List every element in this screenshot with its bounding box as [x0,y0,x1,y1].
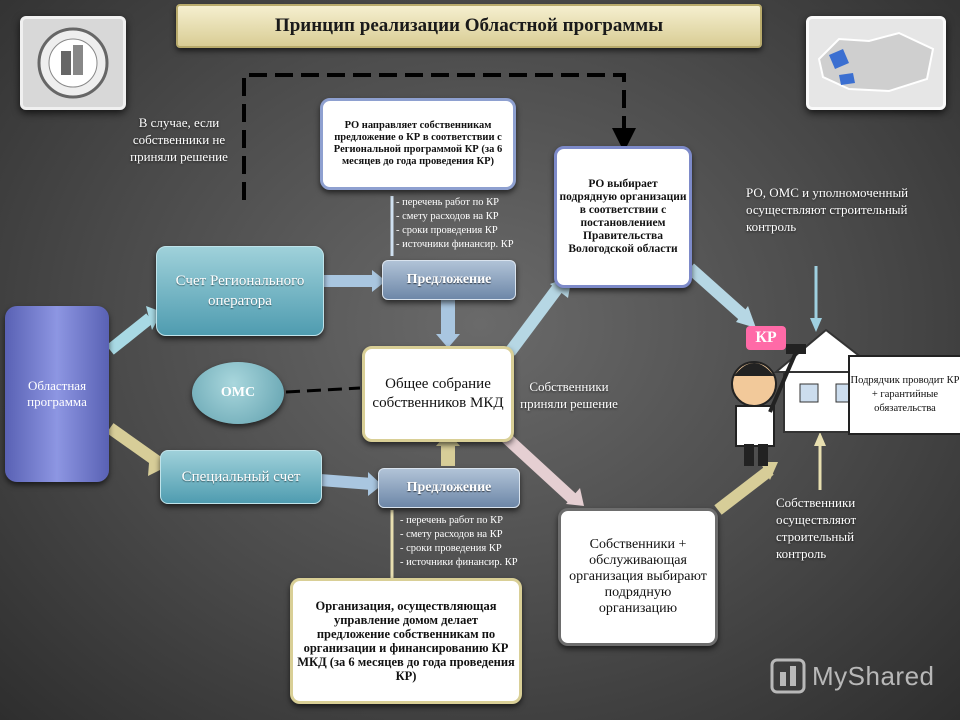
special-account: Специальный счет [160,450,322,504]
head-reg-offer [372,270,386,292]
list-top: - перечень работ по КР - смету расходов … [396,196,514,252]
list-top-item: - источники финансир. КР [396,239,514,250]
kr-badge: КР [746,326,786,350]
watermark: MyShared [768,656,935,696]
list-bottom-item: - источники финансир. КР [400,557,518,568]
logo-left [20,16,126,110]
ro-chooses-box: РО выбирает подрядную организации в соот… [554,146,692,288]
contractor-box: Подрядчик проводит КР + гарантийные обяз… [848,355,960,435]
dashed-path [242,73,636,200]
list-bottom-item: - сроки проведения КР [400,543,502,554]
regional-program-box: Областная программа [5,306,109,482]
note-owners-control: Собственники осуществляют строительный к… [776,495,857,561]
map-icon [817,31,935,93]
offer-top: Предложение [382,260,516,300]
arrow-meeting-to-owners [495,427,579,505]
list-top-item: - смету расходов на КР [396,211,499,222]
offer-bottom: Предложение [378,468,520,508]
ro-sends-box: РО направляет собственникам предложение … [320,98,516,190]
list-bottom: - перечень работ по КР - смету расходов … [400,514,518,570]
myshared-logo-icon [770,658,806,694]
oms-node: ОМС [192,362,284,424]
regional-operator-account: Счет Регионального оператора [156,246,324,336]
slide-title: Принцип реализации Областной программы [176,4,762,48]
owners-meeting-box: Общее собрание собственников МКД [362,346,514,442]
arrow-meeting-to-ro [505,281,565,356]
list-top-item: - перечень работ по КР [396,197,499,208]
owners-org-box: Собственники + обслуживающая организация… [558,508,718,646]
note-decision-made: Собственники приняли решение [520,379,618,411]
watermark-text: MyShared [812,660,935,691]
head-spec-offer [368,472,382,496]
list-top-item: - сроки проведения КР [396,225,498,236]
note-ro-oms-control: РО, ОМС и уполномоченный осуществляют ст… [746,185,909,234]
list-bottom-item: - перечень работ по КР [400,515,503,526]
head-program-spec [148,450,168,476]
head-owners-house [760,462,778,480]
arrow-spec-to-offer [319,474,373,490]
arrow-program-to-reg [106,313,154,355]
emblem-icon [37,27,109,99]
list-bottom-item: - смету расходов на КР [400,529,503,540]
arrow-owners-to-house [714,465,774,515]
head-ro-house [736,306,756,328]
management-org-box: Организация, осуществляющая управление д… [290,578,522,704]
note-no-decision: В случае, если собственники не приняли р… [130,115,228,164]
head-offer-meeting [436,334,460,348]
arrow-ro-to-house [686,263,750,323]
dashed-oms [285,386,361,394]
region-map [806,16,946,110]
head-meeting-owners [566,488,584,506]
